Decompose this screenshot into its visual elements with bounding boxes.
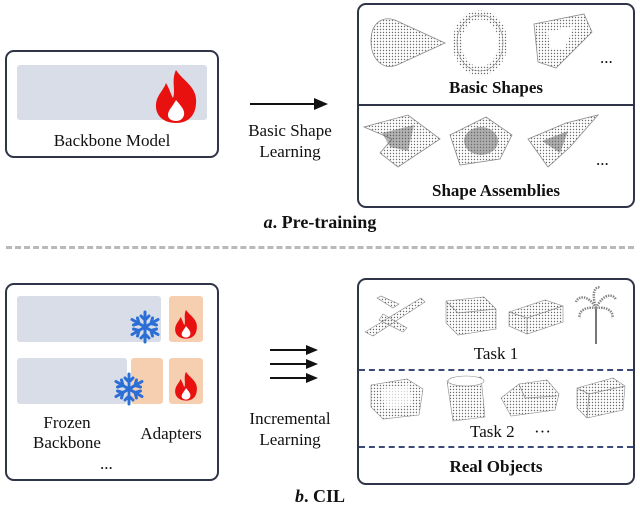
point-cloud-shape [449,116,513,166]
point-cloud-shape [527,114,600,168]
point-cloud-shape [576,377,626,419]
shape-assemblies-label: Shape Assemblies [432,181,560,200]
pretraining-data-divider [359,104,633,106]
task1-divider [359,369,633,371]
basic-shape-learning-label-line2: Learning [259,142,321,161]
incremental-learning-label-line1: Incremental [249,409,331,428]
section-divider [6,246,634,249]
task2-ellipsis: ··· [534,422,551,441]
point-cloud-shape [452,10,508,76]
arrow-right-icon [270,345,318,383]
basic-shapes-label: Basic Shapes [449,78,543,97]
incremental-learning-label-line2: Learning [259,430,321,449]
pretraining-caption: a. Pre-training [0,212,640,233]
cil-caption: b. CIL [0,486,640,507]
adapters-label: Adapters [140,424,202,443]
point-cloud-shape [500,379,560,417]
arrow-right-icon [250,98,328,110]
frozen-backbone-ellipsis: ... [100,454,113,473]
frozen-backbone-bar-2 [17,358,127,404]
shape-assemblies-ellipsis: ... [596,150,609,169]
point-cloud-shape [533,13,593,69]
real-objects-label: Real Objects [449,457,543,476]
fire-icon [175,309,197,339]
pretraining-caption-letter: a [263,212,273,232]
point-cloud-shape [446,375,486,422]
point-cloud-shape [370,378,424,420]
task2-divider [359,446,633,448]
task1-label: Task 1 [473,344,519,363]
frozen-label-line1: Frozen [43,413,91,432]
pretraining-caption-text: . Pre-training [272,212,377,232]
point-cloud-shape [574,286,618,344]
point-cloud-shape [508,299,564,335]
point-cloud-shape [370,18,446,67]
cil-caption-text: . CIL [303,486,345,506]
frozen-label-line2: Backbone [33,433,101,452]
cil-caption-letter: b [294,486,304,506]
fire-icon [175,371,197,401]
point-cloud-shape [362,114,441,168]
basic-shapes-ellipsis: ... [600,48,613,67]
task2-label: Task 2 [470,422,515,441]
point-cloud-shape [445,296,497,336]
backbone-model-label: Backbone Model [53,131,171,150]
fire-icon [155,70,197,123]
snowflake-icon [114,372,144,406]
basic-shape-learning-label-line1: Basic Shape [248,121,332,140]
snowflake-icon [130,310,160,344]
point-cloud-shape [364,295,426,337]
